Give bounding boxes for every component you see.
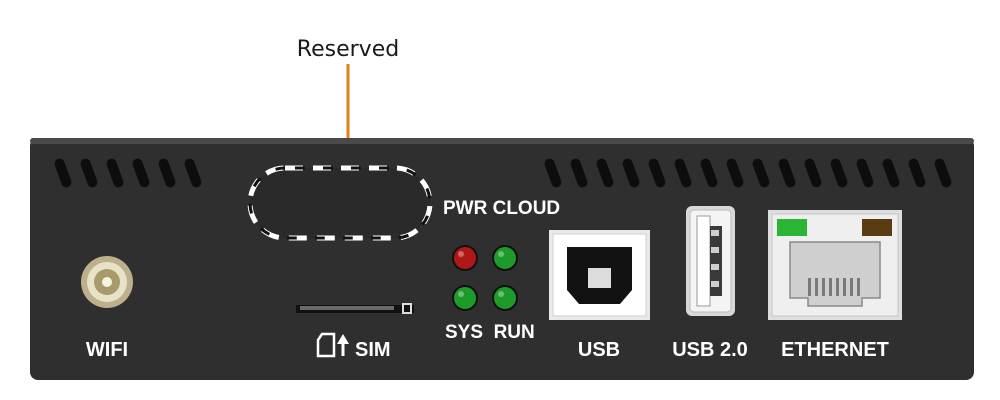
arrow-up-icon bbox=[337, 334, 349, 356]
ethernet-activity-led bbox=[862, 219, 892, 236]
led-highlight bbox=[498, 291, 504, 297]
panel-top-edge bbox=[30, 138, 974, 144]
ethernet-pins bbox=[808, 278, 860, 296]
led-cloud bbox=[492, 245, 518, 271]
vent-slot bbox=[622, 158, 640, 188]
vent-slot bbox=[908, 158, 926, 188]
vent-slot bbox=[54, 158, 72, 188]
vent-slot bbox=[700, 158, 718, 188]
vent-slot bbox=[934, 158, 952, 188]
ethernet-port bbox=[768, 210, 902, 320]
vent-slot bbox=[80, 158, 98, 188]
callout-label: Reserved bbox=[297, 37, 399, 62]
sim-card-icon bbox=[316, 332, 336, 358]
reserved-slot bbox=[247, 165, 433, 241]
usb-a-port bbox=[686, 206, 735, 316]
led-pwr bbox=[452, 245, 478, 271]
ethernet-pin bbox=[808, 278, 811, 296]
usb-label: USB bbox=[578, 339, 620, 361]
wifi-label: WIFI bbox=[86, 339, 128, 361]
vent-slot bbox=[106, 158, 124, 188]
vent-slot bbox=[856, 158, 874, 188]
ethernet-pin bbox=[829, 278, 832, 296]
led-highlight bbox=[458, 291, 464, 297]
vent-slot bbox=[596, 158, 614, 188]
vent-slot bbox=[544, 158, 562, 188]
sim-label: SIM bbox=[355, 339, 391, 361]
led-run bbox=[492, 285, 518, 311]
vent-slot bbox=[158, 158, 176, 188]
vent-slot bbox=[648, 158, 666, 188]
vent-slot bbox=[804, 158, 822, 188]
vent-slots bbox=[54, 158, 952, 188]
led-sys bbox=[452, 285, 478, 311]
vent-slot bbox=[726, 158, 744, 188]
sys-run-label: SYS RUN bbox=[445, 322, 535, 343]
status-leds bbox=[452, 245, 518, 311]
sim-slot bbox=[296, 303, 414, 314]
led-highlight bbox=[458, 251, 464, 257]
ethernet-pin bbox=[836, 278, 839, 296]
pwr-cloud-label: PWR CLOUD bbox=[443, 198, 560, 219]
usb-b-port bbox=[549, 230, 650, 320]
led-highlight bbox=[498, 251, 504, 257]
usb2-label: USB 2.0 bbox=[672, 339, 748, 361]
vent-slot bbox=[184, 158, 202, 188]
ethernet-pin bbox=[857, 278, 860, 296]
ethernet-pin bbox=[843, 278, 846, 296]
ethernet-pin bbox=[822, 278, 825, 296]
ethernet-pin bbox=[850, 278, 853, 296]
ethernet-link-led bbox=[777, 219, 807, 236]
vent-slot bbox=[674, 158, 692, 188]
vent-slot bbox=[882, 158, 900, 188]
wifi-antenna-icon bbox=[81, 256, 133, 308]
vent-slot bbox=[132, 158, 150, 188]
vent-slot bbox=[752, 158, 770, 188]
vent-slot bbox=[570, 158, 588, 188]
vent-slot bbox=[778, 158, 796, 188]
ethernet-pin bbox=[815, 278, 818, 296]
ethernet-label: ETHERNET bbox=[781, 339, 889, 361]
vent-slot bbox=[830, 158, 848, 188]
